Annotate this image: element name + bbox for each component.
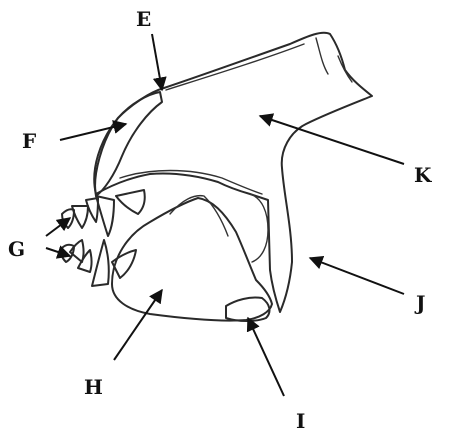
mandible-bone xyxy=(112,198,272,321)
arrow-i xyxy=(248,318,284,396)
cranium-bone xyxy=(94,33,372,312)
angular-process xyxy=(226,297,269,321)
upper-molar xyxy=(116,190,145,214)
label-j: J xyxy=(414,291,425,315)
arrow-e xyxy=(152,34,162,90)
sagittal-crest xyxy=(166,44,304,90)
arrow-j xyxy=(310,258,404,294)
orbit-rim xyxy=(250,194,268,262)
arrow-h xyxy=(114,290,162,360)
crest-detail xyxy=(316,38,352,82)
label-e: E xyxy=(136,7,151,31)
arrow-g-lower xyxy=(46,248,70,256)
lower-incisor-1 xyxy=(70,240,84,262)
label-i: I xyxy=(296,409,305,433)
label-f: F xyxy=(22,129,36,153)
lower-canine xyxy=(92,240,109,286)
arrow-f xyxy=(60,124,126,140)
label-k: K xyxy=(414,163,432,187)
label-h: H xyxy=(84,375,103,399)
label-g: G xyxy=(8,237,25,261)
coronoid-process xyxy=(170,196,228,236)
